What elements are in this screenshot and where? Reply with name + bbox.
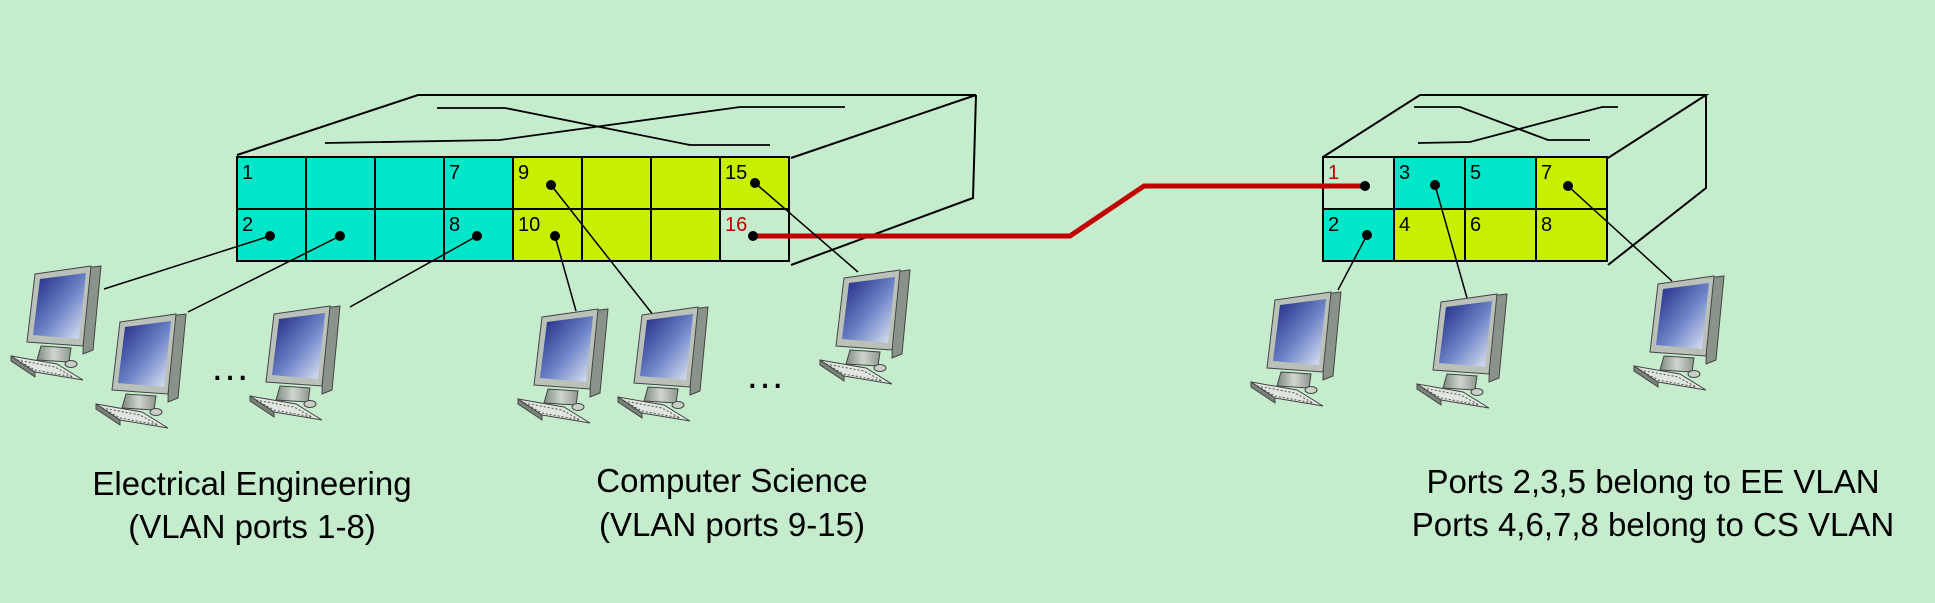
right-switch-port-cell — [1535, 156, 1608, 210]
computer-icon — [10, 265, 102, 381]
ellipsis-cs: … — [745, 353, 785, 397]
left-switch-port-cell — [650, 208, 721, 262]
left-switch-port-label: 16 — [725, 214, 747, 236]
right-switch-top-face — [1322, 94, 1710, 159]
computer-icon — [1250, 291, 1342, 407]
ee-caption-line2: (VLAN ports 1-8) — [128, 508, 376, 545]
left-switch-port-label: 8 — [449, 214, 460, 236]
right-switch-ports: 1 3 5 7 2 4 6 8 — [1322, 156, 1608, 262]
left-switch: 1 7 9 15 2 8 10 16 — [236, 94, 977, 266]
left-switch-port-cell — [374, 156, 445, 210]
port-connection-dot — [335, 231, 345, 241]
right-switch-port-label: 5 — [1470, 162, 1481, 184]
right-switch-port-label: 3 — [1399, 162, 1410, 184]
right-switch-port-cell — [1464, 156, 1537, 210]
computer-icon — [249, 305, 341, 421]
cs-caption-line2: (VLAN ports 9-15) — [599, 506, 865, 543]
right-switch-port-cell — [1393, 156, 1466, 210]
ellipsis-ee: … — [210, 345, 250, 389]
right-switch-port-label: 7 — [1541, 162, 1552, 184]
left-switch-port-cell — [581, 156, 652, 210]
host-cables — [103, 182, 1673, 317]
computer-icon — [1416, 293, 1508, 409]
port-connection-dot — [1362, 230, 1372, 240]
right-switch-port-label: 6 — [1470, 214, 1481, 236]
port-connection-dot — [472, 231, 482, 241]
port-connection-dot — [265, 231, 275, 241]
left-switch-port-cell — [236, 156, 307, 210]
port-connection-dot — [1360, 181, 1370, 191]
left-switch-port-cell — [581, 208, 652, 262]
left-switch-top-wiring — [324, 106, 845, 146]
right-switch-port-label: 4 — [1399, 214, 1410, 236]
left-switch-port-cell — [650, 156, 721, 210]
left-switch-port-label: 10 — [518, 214, 540, 236]
computer-icon — [1633, 275, 1725, 391]
port-connection-dot — [1563, 181, 1573, 191]
trunk-link — [753, 183, 1365, 239]
right-switch-port-cell — [1535, 208, 1608, 262]
left-switch-port-cell — [305, 156, 376, 210]
right-caption-line1: Ports 2,3,5 belong to EE VLAN — [1426, 463, 1879, 500]
computer-icon — [95, 313, 187, 429]
left-switch-port-label: 2 — [242, 214, 253, 236]
right-switch: 1 3 5 7 2 4 6 8 — [1322, 94, 1710, 266]
computer-icon — [617, 306, 709, 422]
left-switch-port-label: 7 — [449, 162, 460, 184]
left-switch-port-cell — [512, 208, 583, 262]
left-switch-port-cell — [374, 208, 445, 262]
ee-caption-line1: Electrical Engineering — [92, 465, 411, 502]
port-connection-dot — [550, 231, 560, 241]
port-connection-dot — [1430, 180, 1440, 190]
left-switch-port-label: 1 — [242, 162, 253, 184]
left-switch-port-label: 15 — [725, 162, 747, 184]
computer-icon — [819, 269, 911, 385]
left-switch-side-face — [790, 94, 977, 266]
right-switch-port-label: 8 — [1541, 214, 1552, 236]
captions: Electrical Engineering (VLAN ports 1-8) … — [92, 462, 1894, 545]
left-switch-top-face — [236, 94, 977, 159]
right-switch-port-label: 1 — [1328, 162, 1339, 184]
left-switch-port-label: 9 — [518, 162, 529, 184]
right-caption-line2: Ports 4,6,7,8 belong to CS VLAN — [1412, 506, 1894, 543]
right-switch-top-wiring — [1414, 106, 1618, 144]
right-switch-side-face — [1607, 95, 1707, 266]
hosts — [10, 265, 1725, 429]
port-connection-dot — [750, 178, 760, 188]
computer-icon — [517, 308, 609, 424]
cs-caption-line1: Computer Science — [596, 462, 867, 499]
right-switch-port-label: 2 — [1328, 214, 1339, 236]
port-connection-dot — [748, 231, 758, 241]
port-connection-dot — [546, 180, 556, 190]
